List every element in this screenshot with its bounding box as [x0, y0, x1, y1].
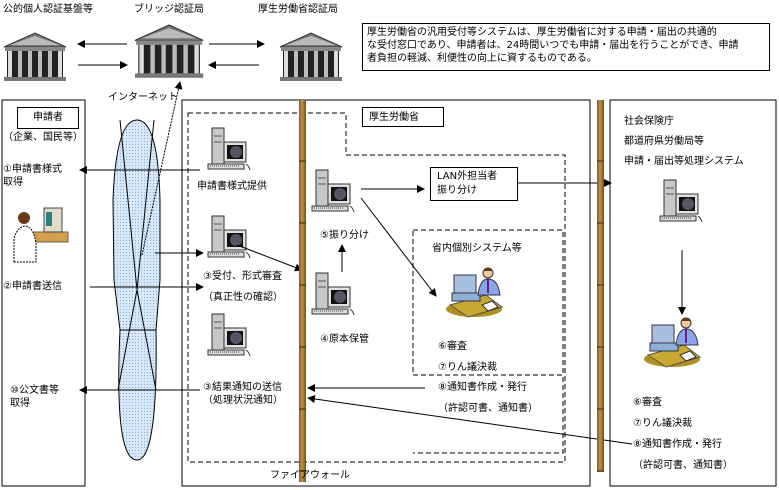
step10-label: ⑩公文書等 [10, 385, 59, 396]
lan-dispatch-label-2: 振り分け [437, 185, 477, 196]
external-line-3: 申請・届出等処理システム [624, 156, 744, 167]
public-authority-icon [3, 32, 67, 82]
step4-label: ④原本保管 [320, 334, 369, 345]
bridge-authority-label: ブリッジ認証局 [134, 4, 204, 15]
internal-step8-label: ⑧通知書作成・発行 [438, 382, 527, 393]
firewall-bar [299, 100, 306, 482]
step1-label: ①申請書様式 [3, 164, 62, 175]
internet-pointer-arrow [141, 81, 183, 256]
applicant-person-icon [13, 207, 69, 263]
mhlw-authority-label: 厚生労働省認証局 [258, 4, 338, 15]
applicant-title-box: 申請者 [17, 107, 79, 129]
step3-receipt-sub-label: （真正性の確認） [203, 292, 283, 303]
ministry-panel [181, 99, 591, 487]
mhlw-authority-icon [279, 32, 343, 82]
arrow-external-result [307, 395, 633, 445]
external-step7-label: ⑦りん議決裁 [633, 418, 692, 429]
step2-label: ②申請書送信 [3, 281, 62, 292]
external-server-icon [659, 179, 703, 223]
receipt-server-icon [207, 215, 251, 259]
internal-step7-label: ⑦りん議決裁 [438, 362, 497, 373]
step5-label: ⑤振り分け [320, 230, 369, 241]
archive-server-icon [311, 272, 355, 316]
firewall-label: ファイアウォール [270, 470, 350, 481]
applicant-subtitle: （企業、国民等） [3, 132, 83, 143]
applicant-title: 申請者 [33, 112, 63, 123]
external-panel [609, 99, 777, 487]
form-server-icon [207, 127, 251, 171]
external-line-2: 都道府県労働局等 [624, 136, 704, 147]
dmz-dashed-region [187, 112, 566, 463]
ministry-title-box: 厚生労働省 [362, 107, 444, 127]
form-provision-label: 申請書様式提供 [197, 181, 267, 192]
step3-result-label: ③結果通知の送信 [203, 382, 282, 393]
description-box: 厚生労働省の汎用受付等システムは、厚生労働省に対する申請・届出の共通的 な受付窓… [362, 23, 770, 71]
public-authority-label: 公的個人認証基盤等 [3, 4, 93, 15]
internet-cloud [112, 119, 161, 461]
internal-step6-label: ⑥審査 [438, 341, 467, 352]
arrow-dispatch-to-internal [360, 197, 437, 297]
step3-receipt-label: ③受付、形式審査 [203, 271, 282, 282]
step10-label-2: 取得 [10, 398, 30, 409]
result-server-icon [207, 313, 251, 357]
internal-system-label: 省内個別システム等 [432, 243, 522, 254]
external-step6-label: ⑥審査 [633, 397, 662, 408]
firewall-bar-external [597, 100, 604, 472]
external-step8-label: ⑧通知書作成・発行 [633, 439, 722, 450]
external-line-1: 社会保険庁 [624, 116, 674, 127]
description-line: 者負担の軽減、利便性の向上に資するものである。 [367, 53, 597, 64]
internal-system-dashed-region [412, 229, 564, 376]
lan-dispatch-label: LAN外担当者 [437, 171, 498, 182]
arrow-receipt-to-archive [236, 244, 303, 272]
internal-step8-sub-label: （許認可書、通知書） [438, 403, 538, 414]
external-step8-sub-label: （許認可書、通知書） [633, 460, 733, 471]
external-reviewer-icon [643, 317, 701, 368]
description-line: 厚生労働省の汎用受付等システムは、厚生労働省に対する申請・届出の共通的 [367, 27, 717, 38]
lan-dispatch-box: LAN外担当者 振り分け [430, 167, 518, 201]
notification-dashed-region [413, 374, 564, 454]
internet-label: インターネット [108, 92, 178, 103]
description-line: な受付窓口であり、申請者は、24時間いつでも申請・届出を行うことができ、申請 [367, 40, 739, 51]
bridge-authority-icon [134, 24, 204, 79]
dispatch-server-icon [311, 169, 355, 213]
step1-label-2: 取得 [3, 177, 23, 188]
step3-result-sub-label: （処理状況通知） [203, 395, 283, 406]
applicant-panel [1, 99, 86, 487]
internal-reviewer-icon [445, 267, 503, 318]
ministry-title: 厚生労働省 [369, 112, 419, 123]
